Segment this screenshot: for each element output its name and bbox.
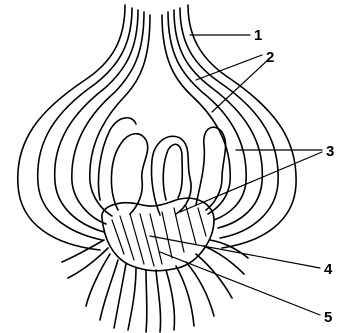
label-2: 2 (266, 49, 274, 66)
label-4: 4 (324, 261, 333, 278)
label-5: 5 (324, 309, 332, 326)
leader-4 (150, 236, 320, 268)
label-3: 3 (326, 143, 334, 160)
stem-hatching (112, 206, 206, 266)
adventitious-roots (62, 240, 248, 332)
label-1: 1 (254, 27, 262, 44)
